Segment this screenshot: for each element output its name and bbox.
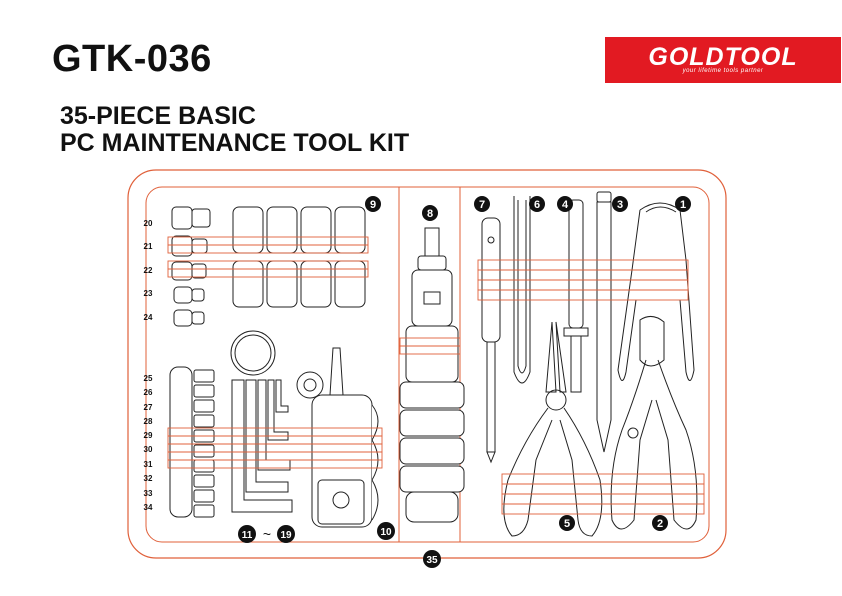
screwdriver-bit-column [169, 366, 215, 518]
label-27: 27 [144, 403, 153, 412]
svg-text:11: 11 [242, 530, 253, 541]
item-marker-2: 2 [652, 515, 668, 531]
item-marker-35: 35 [423, 550, 441, 568]
svg-text:7: 7 [479, 199, 485, 211]
label-33: 33 [144, 489, 153, 498]
label-29: 29 [144, 431, 153, 440]
case-inner-outline [145, 186, 710, 543]
label-30: 30 [144, 445, 153, 454]
svg-text:8: 8 [427, 208, 433, 220]
svg-text:19: 19 [280, 530, 292, 541]
label-21: 21 [144, 242, 153, 251]
item-marker-3: 3 [612, 196, 628, 212]
retaining-bands [167, 236, 705, 515]
svg-text:3: 3 [617, 199, 623, 211]
svg-text:4: 4 [562, 199, 569, 211]
svg-text:35: 35 [426, 555, 438, 566]
label-22: 22 [144, 266, 153, 275]
socket-column [171, 206, 211, 327]
item-marker-5: 5 [559, 515, 575, 531]
label-28: 28 [144, 417, 153, 426]
bit-holder-tray [232, 206, 366, 308]
slotted-screwdriver [596, 191, 612, 453]
item-marker-1: 1 [675, 196, 691, 212]
label-20: 20 [144, 219, 153, 228]
item-marker-4: 4 [557, 196, 573, 212]
label-23: 23 [144, 289, 153, 298]
item-marker-11: 11 [238, 525, 256, 543]
small-item-labels: 20 21 22 23 24 25 26 27 28 29 30 31 32 3… [144, 219, 153, 512]
svg-text:2: 2 [657, 518, 663, 530]
hex-key-set [230, 330, 293, 513]
item-marker-6: 6 [529, 196, 545, 212]
item-marker-10: 10 [377, 522, 395, 540]
label-31: 31 [144, 460, 153, 469]
brand-logo: GOLDTOOL your lifetime tools partner [605, 37, 841, 83]
label-25: 25 [144, 374, 153, 383]
svg-text:5: 5 [564, 518, 570, 530]
nut-driver [563, 199, 589, 393]
item-marker-8: 8 [422, 205, 438, 221]
item-marker-19: 19 [277, 525, 295, 543]
svg-text:9: 9 [370, 199, 376, 211]
parts-retriever [617, 202, 695, 381]
diagonal-cutting-pliers [610, 316, 698, 530]
brand-tagline: your lifetime tools partner [682, 68, 764, 74]
product-title-line-2: PC MAINTENANCE TOOL KIT [60, 129, 410, 157]
svg-text:10: 10 [380, 527, 392, 538]
item-marker-7: 7 [474, 196, 490, 212]
svg-text:6: 6 [534, 199, 540, 211]
tweezers [513, 196, 531, 384]
product-title-line-1: 35-PIECE BASIC [60, 102, 256, 130]
long-nose-pliers [503, 321, 603, 537]
brand-name: GOLDTOOL [648, 43, 798, 71]
label-24: 24 [144, 313, 153, 322]
socket-driver-handle [296, 347, 379, 528]
label-34: 34 [144, 503, 153, 512]
precision-screwdriver [481, 217, 501, 464]
item-marker-9: 9 [365, 196, 381, 212]
svg-text:1: 1 [680, 199, 686, 211]
label-32: 32 [144, 474, 153, 483]
ratchet-screwdriver [399, 227, 465, 523]
range-separator: ~ [263, 526, 271, 542]
label-26: 26 [144, 388, 153, 397]
model-number: GTK-036 [52, 38, 212, 80]
